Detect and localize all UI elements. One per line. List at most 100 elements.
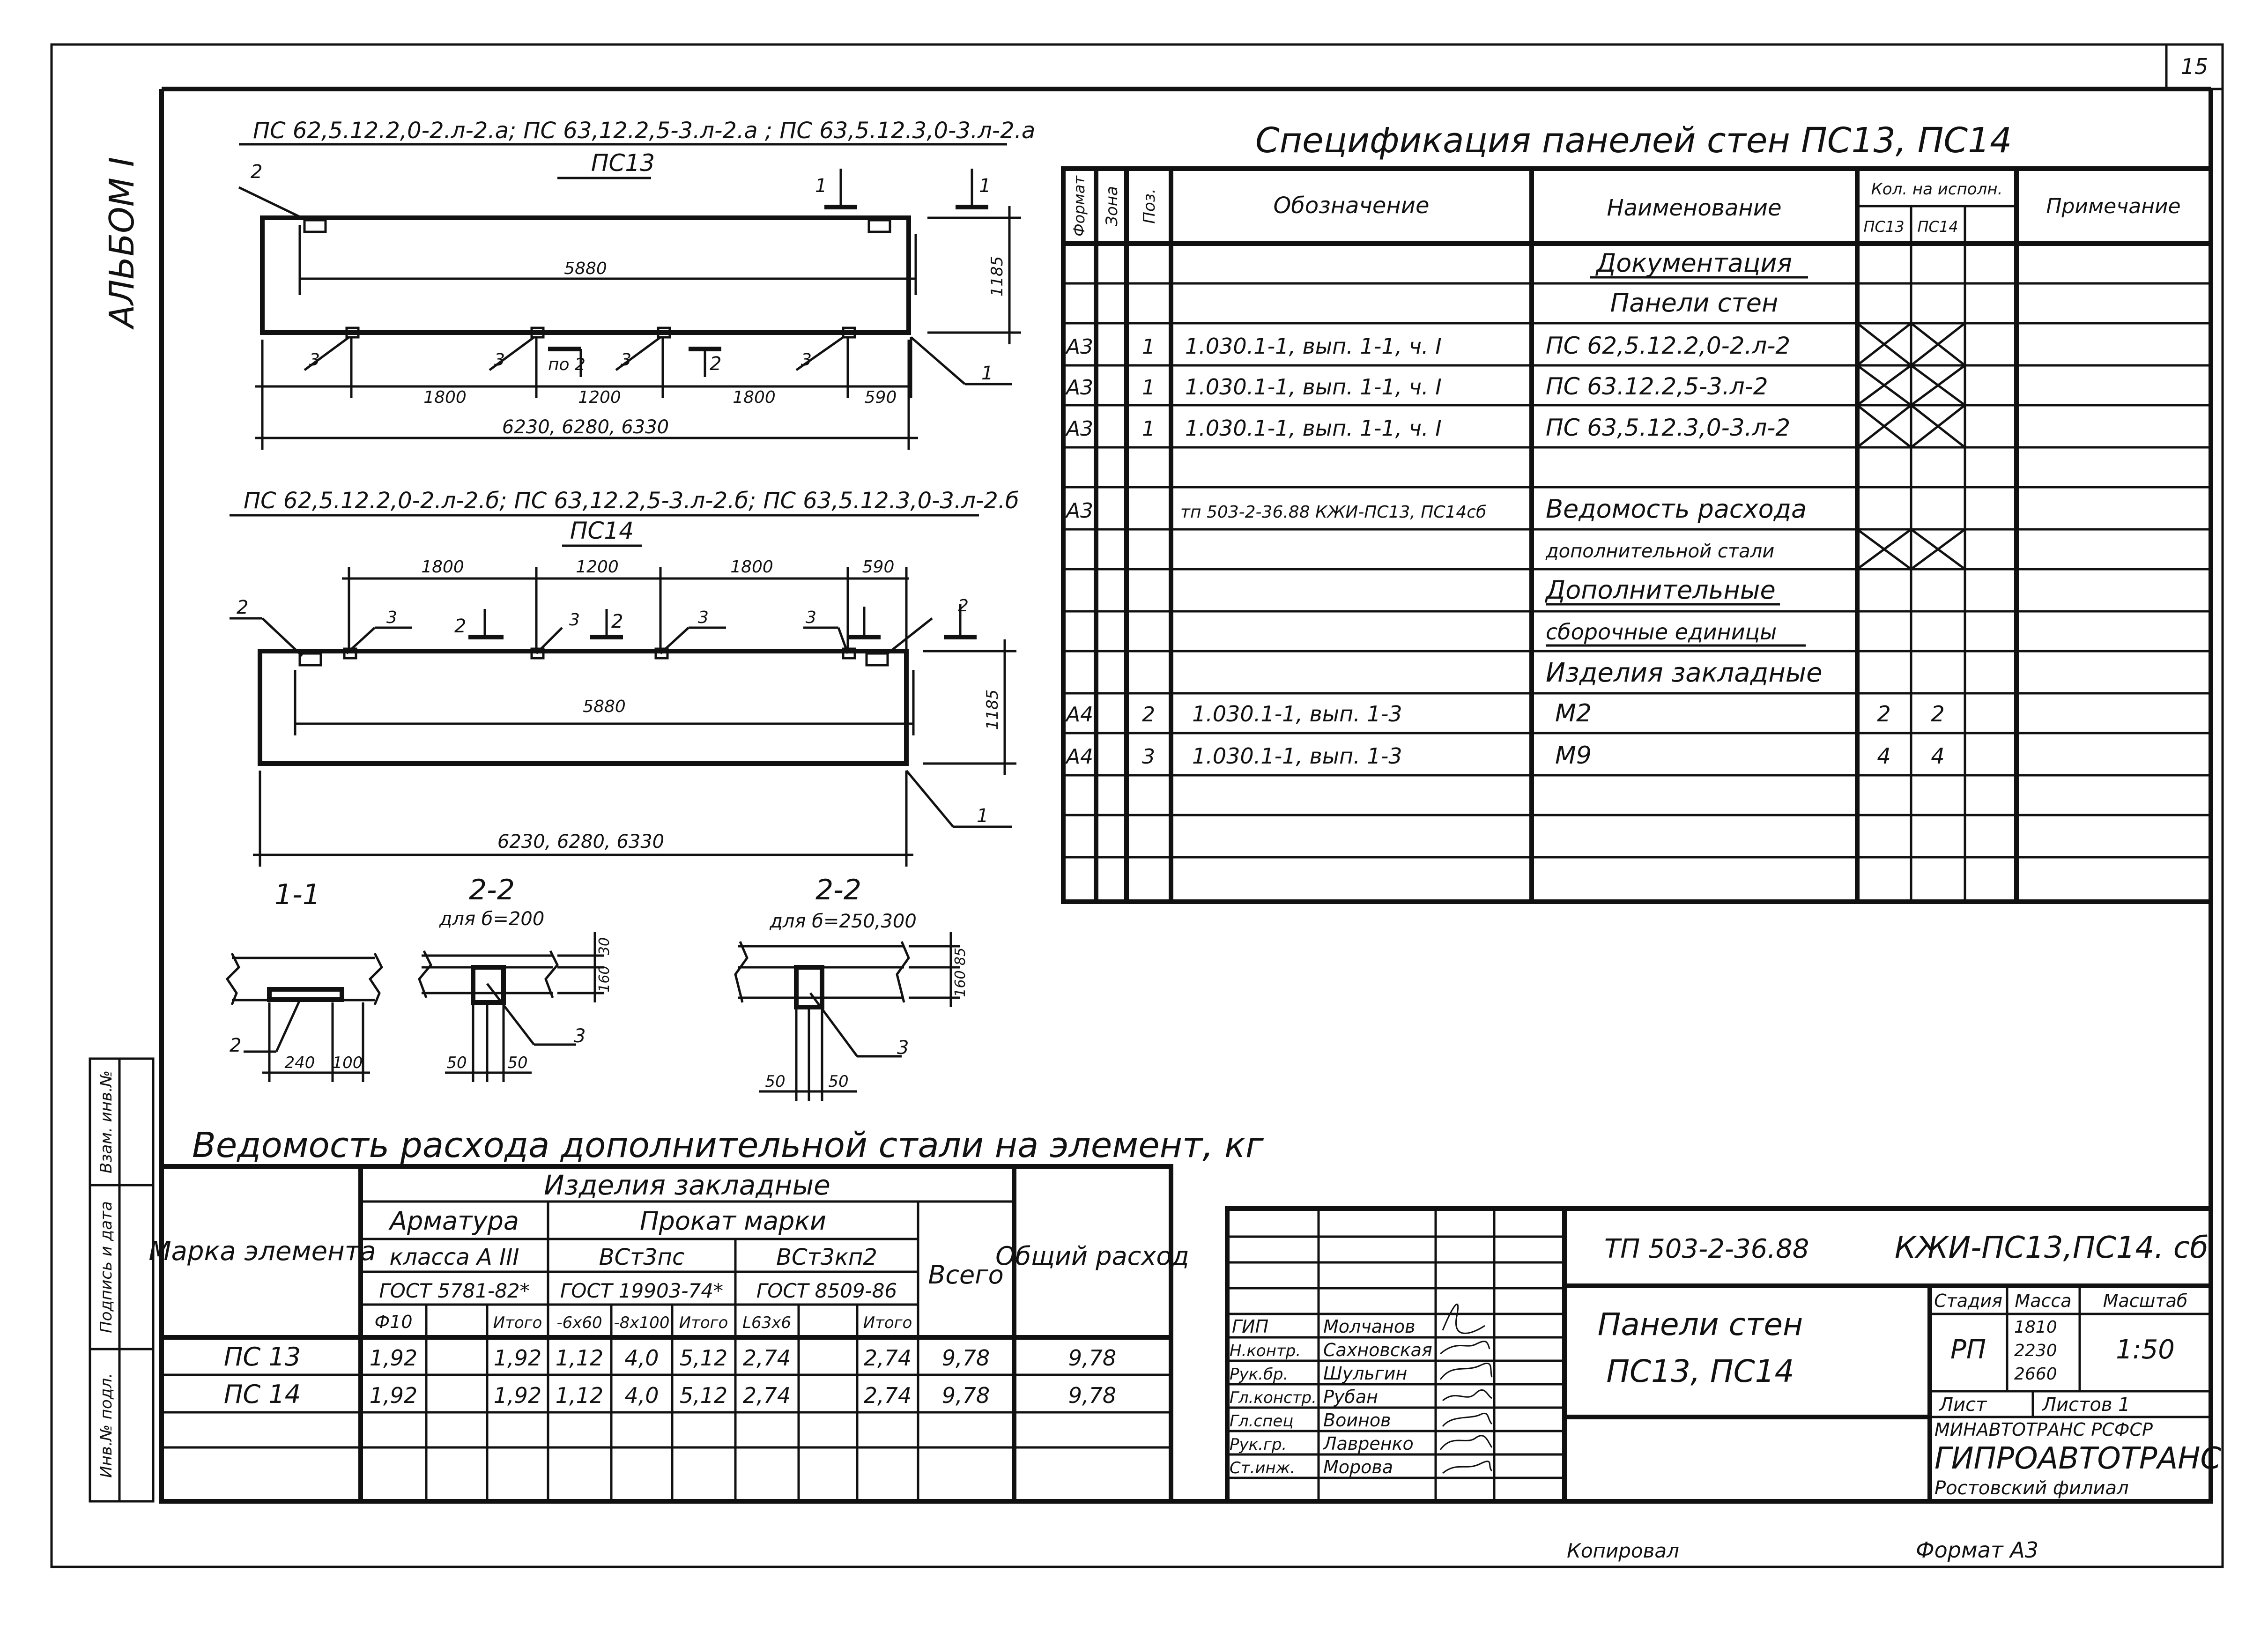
stamp-person-2: Рук.бр. Шульгин xyxy=(1230,1363,1407,1384)
steel-row-ps13: ПС 13 1,92 1,92 1,12 4,0 5,12 2,74 2,74 … xyxy=(224,1342,1116,1372)
spec-cell-format: А4 xyxy=(1065,745,1093,769)
ps13-dim-b1: 1800 xyxy=(423,388,467,407)
spec-cell-name: М2 xyxy=(1555,699,1592,727)
section-2-2-b-sub: для б=250,300 xyxy=(769,911,917,932)
ps13-dim-inner: 5880 xyxy=(564,259,607,278)
ps14-mark-3b: 3 xyxy=(569,610,580,630)
spec-cell-format: А3 xyxy=(1065,499,1093,523)
section-2-2-a-dim-1: 50 xyxy=(446,1053,467,1072)
stamp-person-1: Н.контр. Сахновская xyxy=(1230,1340,1432,1360)
spec-cell-designation: 1.030.1-1, вып. 1-1, ч. I xyxy=(1185,374,1442,400)
spec-cell-format: А3 xyxy=(1065,335,1093,359)
stamp-role: Гл.констр. xyxy=(1230,1388,1317,1407)
stamp-role: Ст.инж. xyxy=(1230,1459,1295,1477)
ps13-mark-3b: 3 xyxy=(494,350,505,370)
stamp-stage: РП xyxy=(1950,1335,1986,1365)
ps14-mark-2b: 2 xyxy=(611,611,623,632)
steel-table-grid xyxy=(159,1164,1173,1504)
steel-cell-5: 4,0 xyxy=(624,1345,659,1371)
steel-cell-7: 2,74 xyxy=(743,1383,791,1408)
stamp-role: Рук.бр. xyxy=(1230,1365,1288,1384)
stamp-org-1: МИНАВТОТРАНС РСФСР xyxy=(1934,1419,2153,1440)
ps14-mark-1: 1 xyxy=(977,805,988,827)
steel-sub-5: Итого xyxy=(679,1313,728,1332)
spec-cell-qty-b: 2 xyxy=(1931,701,1944,727)
spec-cell-designation: 1.030.1-1, вып. 1-1, ч. I xyxy=(1185,334,1442,359)
stamp-sheet-h: Лист xyxy=(1938,1394,1987,1416)
section-1-1-callout: 2 xyxy=(230,1035,241,1056)
steel-h-st1-gost: ГОСТ 19903-74* xyxy=(560,1279,723,1302)
stamp-title-1: Панели стен xyxy=(1598,1306,1803,1343)
steel-row-ps14: ПС 14 1,92 1,92 1,12 4,0 5,12 2,74 2,74 … xyxy=(224,1380,1116,1409)
section-2-2-b-dim-4: 160 xyxy=(952,970,969,997)
section-1-1-title: 1-1 xyxy=(274,878,320,911)
steel-cell-9: 2,74 xyxy=(864,1383,912,1408)
ps14-dim-t2: 1200 xyxy=(576,557,619,577)
ps13-dim-b3: 1800 xyxy=(733,388,776,407)
ps14-dim-total: 6230, 6280, 6330 xyxy=(497,831,664,853)
spec-cell-name: ПС 63,5.12.3,0-3.л-2 xyxy=(1546,414,1790,441)
spec-row-0: Документация xyxy=(1595,248,1792,278)
section-2-2-a-sub: для б=200 xyxy=(439,908,545,930)
spec-cell-name: Панели стен xyxy=(1610,288,1779,318)
steel-h-st2: ВСт3кп2 xyxy=(776,1244,877,1270)
side-label-1: Инв.№ подл. xyxy=(97,1373,116,1478)
spec-cell-name: Дополнительные xyxy=(1545,575,1776,605)
spec-cell-designation: тп 503-2-36.88 КЖИ-ПС13, ПС14сб xyxy=(1180,503,1486,522)
ps14-mark-2a: 2 xyxy=(454,616,466,637)
stamp-doc: КЖИ-ПС13,ПС14. сб xyxy=(1895,1231,2209,1265)
stamp-person-0: ГИП Молчанов xyxy=(1232,1316,1416,1337)
spec-cell-pos: 3 xyxy=(1142,745,1155,769)
stamp-sheets-h: Листов 1 xyxy=(2041,1394,2130,1416)
spec-cell-designation: 1.030.1-1, вып. 1-1, ч. I xyxy=(1185,415,1442,441)
spec-h-qty-b: ПС14 xyxy=(1917,218,1958,236)
side-stamp xyxy=(89,1057,155,1503)
section-1-1-dim-a: 240 xyxy=(285,1053,315,1072)
spec-row-6: А3 тп 503-2-36.88 КЖИ-ПС13, ПС14сб Ведом… xyxy=(1065,494,1807,524)
ps14-dim-inner: 5880 xyxy=(583,697,626,716)
steel-cell-4: 1,12 xyxy=(556,1383,603,1408)
spec-cell-pos: 1 xyxy=(1142,376,1155,400)
ps14-mark-2: 2 xyxy=(237,597,248,618)
stamp-name: Шульгин xyxy=(1323,1363,1407,1384)
ps13-dim-b2: 1200 xyxy=(578,388,621,407)
steel-h-items: Изделия закладные xyxy=(544,1169,830,1201)
stamp-person-4: Гл.спец Воинов xyxy=(1230,1410,1391,1431)
steel-cell-mark: ПС 14 xyxy=(224,1380,301,1409)
stamp-role: Рук.гр. xyxy=(1230,1435,1287,1454)
ps14-header: ПС 62,5.12.2,0-2.л-2.б; ПС 63,12.2,5-3.л… xyxy=(244,488,1019,514)
spec-h-format: Формат xyxy=(1070,175,1088,237)
spec-cell-qty-a: 2 xyxy=(1877,701,1890,727)
stamp-name: Лавренко xyxy=(1322,1433,1414,1454)
ps14-dim-t1: 1800 xyxy=(421,557,464,577)
ps14-dim-t3: 1800 xyxy=(730,557,773,577)
stamp-name: Рубан xyxy=(1323,1387,1378,1407)
stamp-person-3: Гл.констр. Рубан xyxy=(1230,1387,1378,1407)
stamp-scale: 1:50 xyxy=(2116,1335,2175,1365)
copied-label: Копировал xyxy=(1567,1539,1679,1562)
stamp-person-5: Рук.гр. Лавренко xyxy=(1230,1433,1414,1454)
spec-h-qty-a: ПС13 xyxy=(1863,218,1904,236)
spec-h-zone: Зона xyxy=(1103,186,1121,226)
spec-h-pos: Поз. xyxy=(1140,188,1159,223)
ps14-mark-3d: 3 xyxy=(806,608,816,627)
spec-cell-pos: 2 xyxy=(1142,703,1155,727)
ps13-dim-total: 6230, 6280, 6330 xyxy=(502,416,669,438)
stamp-role: Н.контр. xyxy=(1230,1342,1301,1360)
steel-cell-3: 1,92 xyxy=(494,1345,541,1371)
spec-cell-format: А3 xyxy=(1065,417,1093,441)
stamp-org-2: ГИПРОАВТОТРАНС xyxy=(1934,1441,2221,1476)
section-2-2-a-title: 2-2 xyxy=(469,874,515,906)
stamp-person-6: Ст.инж. Морова xyxy=(1230,1457,1393,1477)
steel-h-prokat: Прокат марки xyxy=(640,1206,826,1236)
spec-cell-name: Изделия закладные xyxy=(1546,658,1823,688)
ps13-mark-3d: 3 xyxy=(801,350,812,370)
spec-row-1: Панели стен xyxy=(1610,288,1779,318)
section-2-2-b-dim-2: 50 xyxy=(828,1072,848,1091)
steel-sub-8: Итого xyxy=(863,1313,912,1332)
steel-cell-total: 9,78 xyxy=(942,1383,990,1408)
spec-cell-qty-b: 4 xyxy=(1931,743,1944,769)
spec-cell-name: ПС 63.12.2,5-3.л-2 xyxy=(1546,373,1768,400)
ps13-dim-height: 1185 xyxy=(988,256,1007,297)
stamp-scale-h: Масштаб xyxy=(2103,1291,2188,1311)
